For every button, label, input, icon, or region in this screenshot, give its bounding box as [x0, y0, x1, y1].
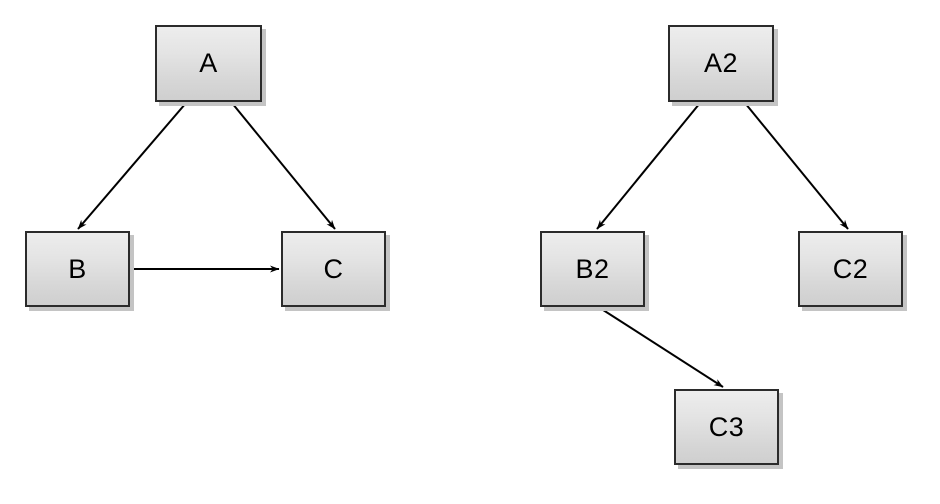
edges-group [77, 102, 849, 388]
edge-a-to-c[interactable] [231, 102, 336, 230]
node-label-b: B [68, 253, 87, 284]
edge-a2-to-b2[interactable] [596, 102, 701, 230]
node-c[interactable]: C [281, 231, 386, 307]
edge-b2-to-c3[interactable] [599, 307, 724, 388]
node-c2[interactable]: C2 [798, 231, 903, 307]
node-c3[interactable]: C3 [674, 389, 779, 465]
node-label-c2: C2 [832, 253, 869, 284]
node-b[interactable]: B [25, 231, 130, 307]
node-b2[interactable]: B2 [540, 231, 645, 307]
node-a2[interactable]: A2 [668, 25, 774, 102]
node-label-c3: C3 [708, 411, 745, 442]
node-a[interactable]: A [155, 25, 262, 102]
edge-a-to-b[interactable] [77, 102, 187, 230]
node-label-c: C [323, 253, 344, 284]
node-label-a: A [199, 48, 218, 78]
node-label-b2: B2 [575, 253, 610, 284]
edge-a2-to-c2[interactable] [744, 102, 849, 230]
node-label-a2: A2 [703, 48, 739, 78]
